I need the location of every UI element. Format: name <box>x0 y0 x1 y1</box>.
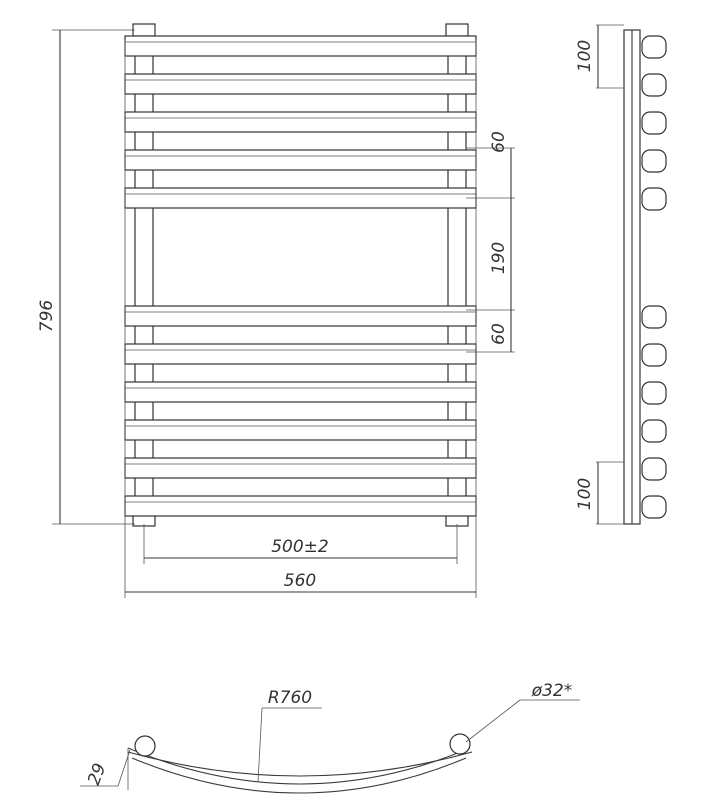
right-top-cap <box>445 23 469 37</box>
side-tube <box>641 457 667 481</box>
top-bar <box>124 35 477 57</box>
bottom-bar <box>124 381 477 403</box>
side-tube <box>641 35 667 59</box>
left-collector <box>134 29 154 521</box>
arc-rail <box>127 751 473 777</box>
bottom-bar <box>124 305 477 327</box>
gap-middle-label: 190 <box>489 242 509 274</box>
side-bottom-offset-label: 100 <box>575 478 595 510</box>
pitch-top-label: 60 <box>489 131 509 153</box>
top-bar <box>124 149 477 171</box>
side-tube <box>641 419 667 443</box>
bottom-bar <box>124 457 477 479</box>
bottom-bar <box>124 343 477 365</box>
side-tube <box>641 111 667 135</box>
radius-label: R760 <box>268 688 312 708</box>
plan-right-collector <box>449 733 471 755</box>
depth-label: 29 <box>84 761 110 788</box>
arc-outer <box>127 747 471 785</box>
bottom-bar-group <box>124 305 477 517</box>
pitch-dimensions: 60 190 60 <box>466 131 515 353</box>
bottom-bar <box>124 495 477 517</box>
side-top-dimension: 100 <box>575 24 624 89</box>
side-tube <box>641 149 667 173</box>
left-top-cap <box>132 23 156 37</box>
side-tube <box>641 381 667 405</box>
top-bar <box>124 73 477 95</box>
plan-left-collector <box>134 735 156 757</box>
side-bottom-dimension: 100 <box>575 461 624 525</box>
height-total-label: 796 <box>37 300 57 333</box>
front-view: 796 60 190 60 500±2 560 <box>37 23 515 598</box>
width-total-label: 560 <box>284 571 316 591</box>
side-tube <box>641 343 667 367</box>
top-bar <box>124 187 477 209</box>
right-collector <box>447 29 467 521</box>
side-view: 100 100 <box>575 24 667 525</box>
tube-diameter-label: ø32* <box>531 681 573 701</box>
side-tube <box>641 187 667 211</box>
side-tube <box>641 73 667 97</box>
pitch-bottom-label: 60 <box>489 323 509 345</box>
side-tube <box>641 495 667 519</box>
top-bar <box>124 111 477 133</box>
height-dimension: 796 <box>37 29 135 525</box>
arc-inner <box>131 757 467 794</box>
width-dimensions: 500±2 560 <box>124 40 477 598</box>
side-top-offset-label: 100 <box>575 40 595 72</box>
top-bar-group <box>124 35 477 209</box>
side-tube <box>641 305 667 329</box>
plan-view: R760 ø32* 29 <box>80 681 580 794</box>
bottom-bar <box>124 419 477 441</box>
center-distance-label: 500±2 <box>271 537 329 557</box>
side-tube-group <box>641 35 667 519</box>
